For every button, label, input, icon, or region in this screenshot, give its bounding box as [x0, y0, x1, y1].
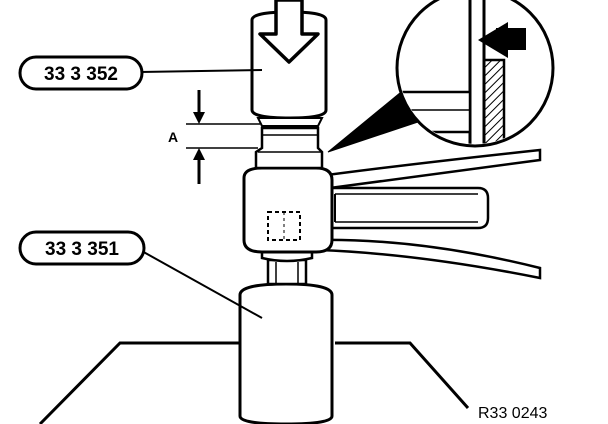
dimension-label: A [168, 129, 178, 145]
callout-lower-tool: 33 3 351 [18, 230, 263, 319]
callout-upper-tool: 33 3 352 [18, 55, 263, 91]
control-arm [300, 148, 542, 280]
callout-lower-tool-label: 33 3 351 [45, 239, 119, 260]
callout-upper-tool-label: 33 3 352 [44, 64, 118, 85]
lower-tool-body [238, 258, 334, 424]
press-table [38, 341, 470, 424]
dimension-a [186, 90, 260, 184]
press-arrow-icon [258, 0, 320, 64]
detail-view [327, 0, 555, 153]
bushing-top [254, 126, 324, 170]
bushing-housing [242, 166, 334, 254]
reference-code: R33 0243 [478, 405, 547, 422]
